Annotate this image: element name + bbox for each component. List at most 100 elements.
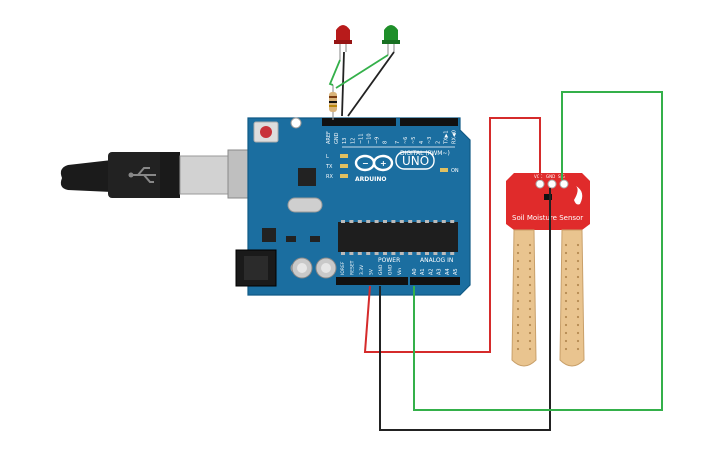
- vcc-wire-red[interactable]: [363, 117, 541, 353]
- prong-dot: [528, 283, 532, 287]
- prong-dot: [564, 275, 568, 279]
- dc-power-jack[interactable]: [235, 249, 277, 287]
- power-label: POWER: [378, 257, 400, 264]
- digital-pin-label: ~9: [375, 137, 381, 144]
- prong-dot: [576, 283, 580, 287]
- prong-dot: [576, 267, 580, 271]
- digital-pin-label: 8: [383, 141, 389, 144]
- prong-dot: [516, 323, 520, 327]
- prong-dot: [528, 323, 532, 327]
- usb-chip: [298, 168, 316, 186]
- status-led-label: TX: [325, 164, 333, 170]
- prong-dot: [564, 331, 568, 335]
- prong-dot: [576, 243, 580, 247]
- atmega-chip: [338, 220, 458, 255]
- chip-pin: [441, 252, 446, 255]
- digital-pin-label: 12: [350, 138, 356, 144]
- red-led[interactable]: [334, 25, 352, 60]
- prong-dot: [564, 267, 568, 271]
- digital-pin-label: ~11: [358, 133, 364, 144]
- power-pin-label: RESET: [350, 260, 356, 275]
- chip-pin: [383, 220, 387, 223]
- analog-header[interactable]: [410, 277, 460, 285]
- signal-wire-green[interactable]: [413, 91, 663, 411]
- status-led-label: L: [326, 154, 329, 160]
- mounting-hole: [290, 117, 302, 129]
- sensor-pin-label: GND: [546, 174, 555, 179]
- chip-pin: [374, 252, 379, 255]
- prong-dot: [528, 259, 532, 263]
- prong-dot: [516, 307, 520, 311]
- digital-pin-label: ~3: [427, 137, 433, 144]
- analog-pin-label: A5: [453, 268, 459, 275]
- chip-pin: [416, 220, 421, 223]
- prong-dot: [516, 275, 520, 279]
- on-label: ON: [451, 168, 459, 174]
- chip-pin: [349, 252, 354, 255]
- svg-text:+: +: [380, 159, 387, 168]
- prong-dot: [576, 307, 580, 311]
- analog-pin-label: A4: [445, 268, 451, 275]
- chip-pin: [341, 252, 345, 255]
- prong-dot: [564, 251, 568, 255]
- chip-pin: [399, 252, 404, 255]
- prong-dot: [576, 323, 580, 327]
- sparkfun-flame-icon: [574, 186, 583, 205]
- prong-dot: [516, 315, 520, 319]
- prong-dot: [516, 291, 520, 295]
- analog-pin-label: A0: [412, 268, 418, 275]
- digital-pin-label: GND: [334, 132, 340, 144]
- prong-dot: [516, 251, 520, 255]
- capacitors: [291, 257, 337, 279]
- chip-pin: [416, 252, 421, 255]
- crystal: [287, 197, 323, 213]
- chip-pin: [357, 252, 362, 255]
- gnd-wire-black[interactable]: [379, 188, 551, 431]
- chip-pin: [391, 252, 396, 255]
- usb-cable[interactable]: [60, 149, 259, 199]
- chip-pin: [433, 220, 438, 223]
- chip-pin: [366, 220, 371, 223]
- digital-pin-label: AREF: [326, 131, 332, 144]
- prong-dot: [564, 339, 568, 343]
- power-pin-label: 5V: [369, 268, 375, 275]
- analog-pin-label: A3: [437, 268, 443, 275]
- prong-dot: [516, 243, 520, 247]
- model-text: UNO: [402, 154, 429, 168]
- prong-dot: [576, 275, 580, 279]
- digital-pin-label: ~10: [367, 133, 373, 144]
- digital-pin-label: TX▶1: [443, 130, 449, 145]
- prong-dot: [528, 315, 532, 319]
- analog-pin-label: A1: [420, 268, 426, 275]
- green-led[interactable]: [382, 25, 400, 55]
- prong-dot: [576, 299, 580, 303]
- prong-dot: [528, 339, 532, 343]
- sensor-pin-label: VCC: [534, 174, 543, 179]
- chip-pin: [391, 220, 396, 223]
- digital-pin-label: 4: [419, 141, 425, 144]
- sensor-pins[interactable]: [535, 179, 569, 189]
- reset-button[interactable]: [253, 121, 279, 143]
- prong-dot: [528, 307, 532, 311]
- power-pin-label: GND: [388, 264, 394, 275]
- board-status-leds: L TX RX: [325, 154, 348, 180]
- digital-header[interactable]: [322, 118, 458, 126]
- chip-pin: [349, 220, 354, 223]
- chip-pin: [357, 220, 362, 223]
- led-wires[interactable]: [328, 51, 395, 117]
- prong-dot: [516, 331, 520, 335]
- power-header[interactable]: [336, 277, 408, 285]
- prong-dot: [564, 243, 568, 247]
- prong-dot: [528, 299, 532, 303]
- uno-badge: UNO: [395, 151, 435, 170]
- arduino-logo: − + ARDUINO: [354, 154, 394, 183]
- chip-pin: [383, 252, 387, 255]
- resistor[interactable]: [329, 85, 337, 120]
- svg-text:−: −: [362, 159, 369, 168]
- prong-dot: [516, 259, 520, 263]
- status-led-label: RX: [326, 174, 333, 180]
